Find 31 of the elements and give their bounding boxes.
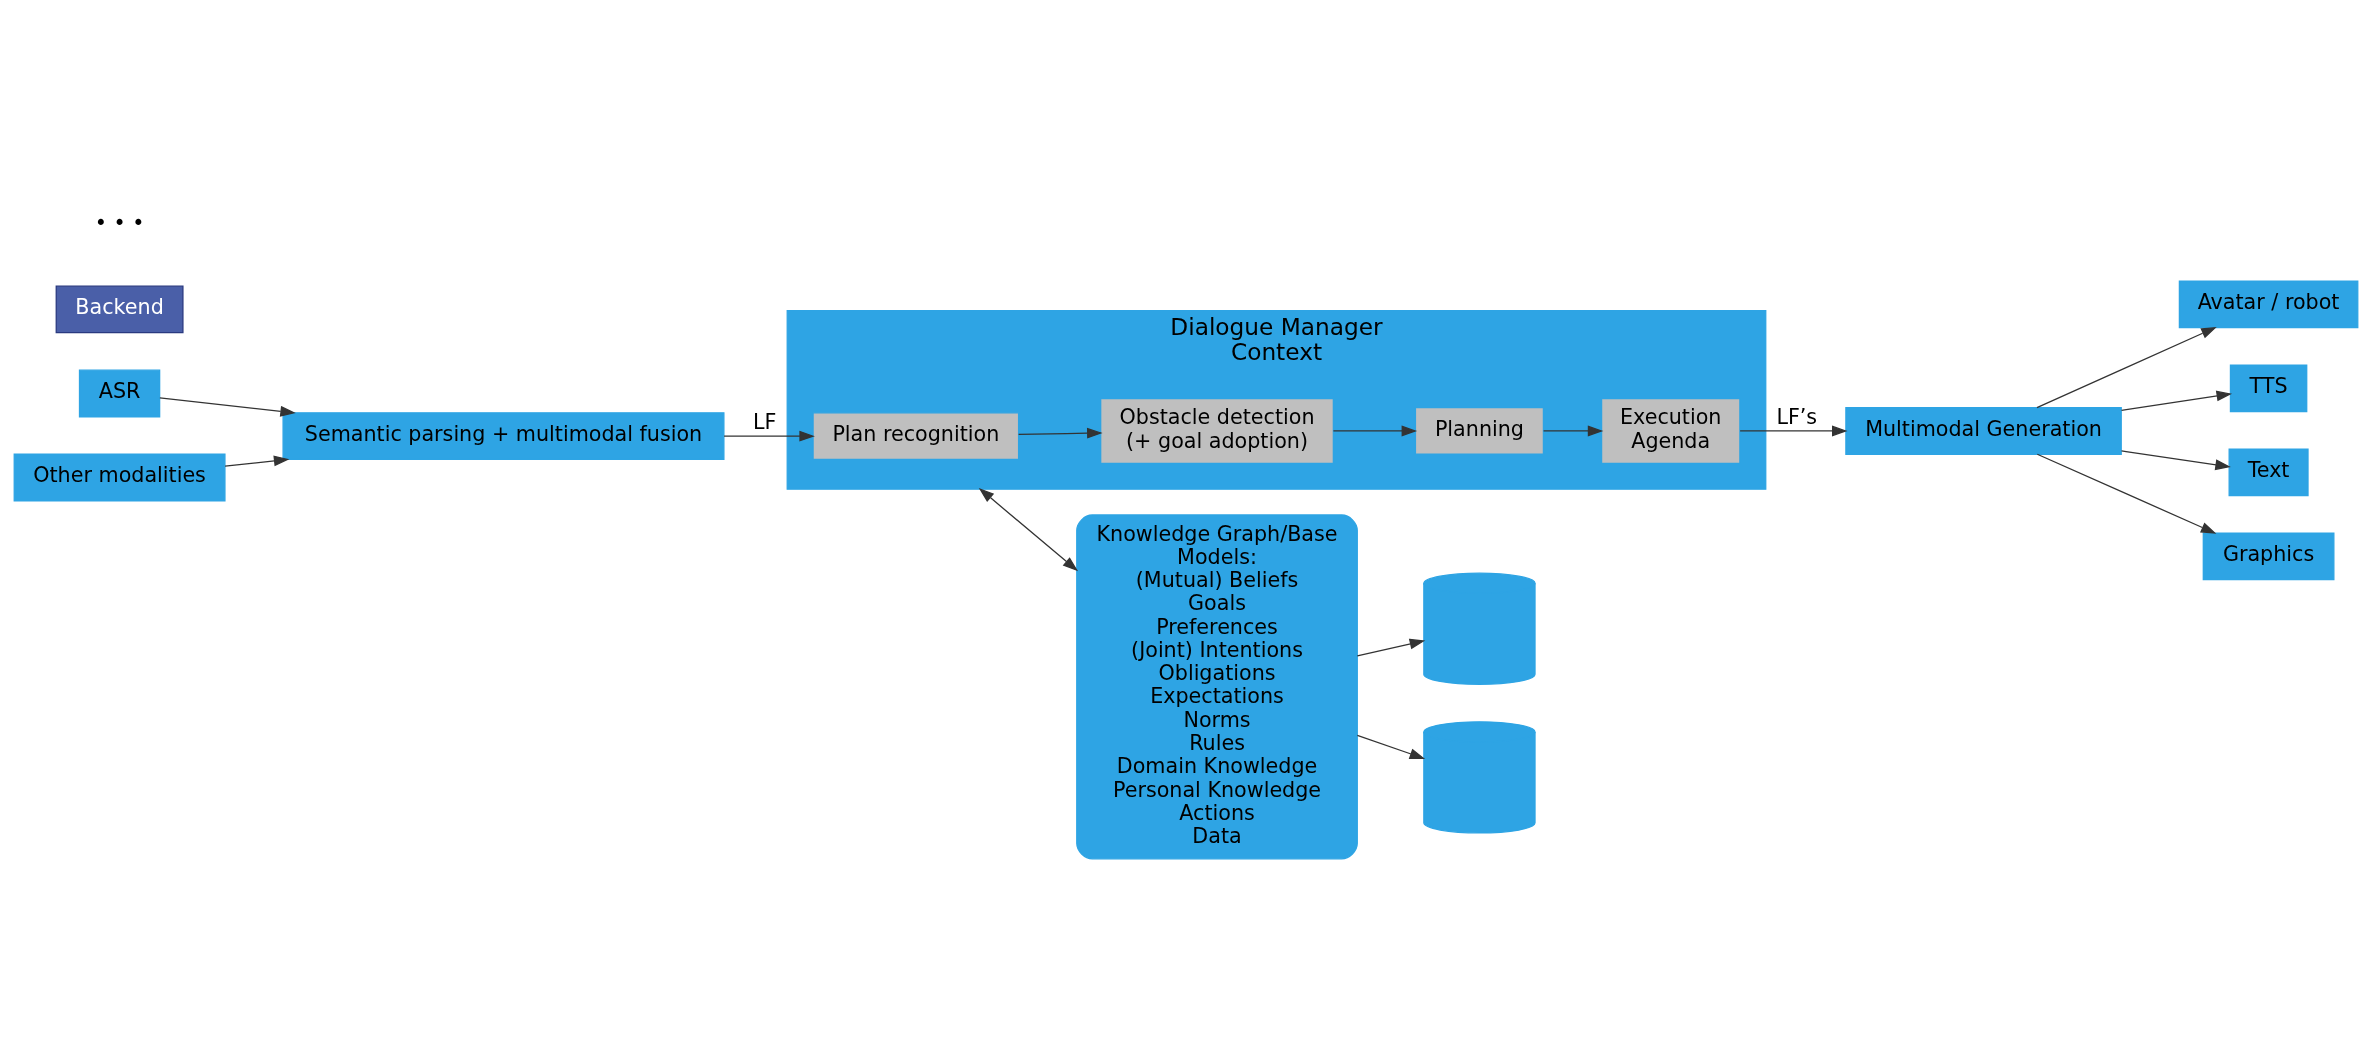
arrow [2036,453,2217,534]
node-box: Text [2228,447,2309,496]
arrow [1356,638,1426,656]
arrow [1542,425,1604,436]
node-box: Other modalities [13,453,226,501]
arrow [2036,326,2217,408]
edge-label: LF [752,409,777,434]
node-box: Graphics [2202,531,2335,580]
arrow [1739,425,1848,436]
node-box: Execution Agenda [1600,397,1741,464]
node-box: Obstacle detection (+ goal adoption) [1100,397,1334,464]
arrow [978,487,1079,571]
arrow [723,430,815,442]
label: • • • [94,210,145,235]
arrow [1018,427,1103,439]
arrow [2120,390,2233,411]
arrow [1332,425,1418,436]
arrow [159,396,296,417]
node-box: ASR [78,369,161,417]
node-box: Backend [55,285,184,333]
node-box: Plan recognition [812,411,1020,460]
node-box: Multimodal Generation [1845,406,2122,455]
node-box: Semantic parsing + multimodal fusion [282,411,725,460]
edge-label: LF’s [1776,404,1818,429]
node-box: Planning [1414,406,1545,455]
node-box: Knowledge Graph/Base Models: (Mutual) Beliefs Goals Preferences (Joint) Intentions Obligations Expectations Norms Rules Domain Knowledge Personal Knowledge Actions Data [1076,513,1358,859]
arrow [2120,449,2231,470]
arrow [1356,734,1426,759]
node-box: Avatar / robot [2178,279,2359,328]
node-box: TTS [2229,363,2308,412]
arrow [224,455,290,467]
